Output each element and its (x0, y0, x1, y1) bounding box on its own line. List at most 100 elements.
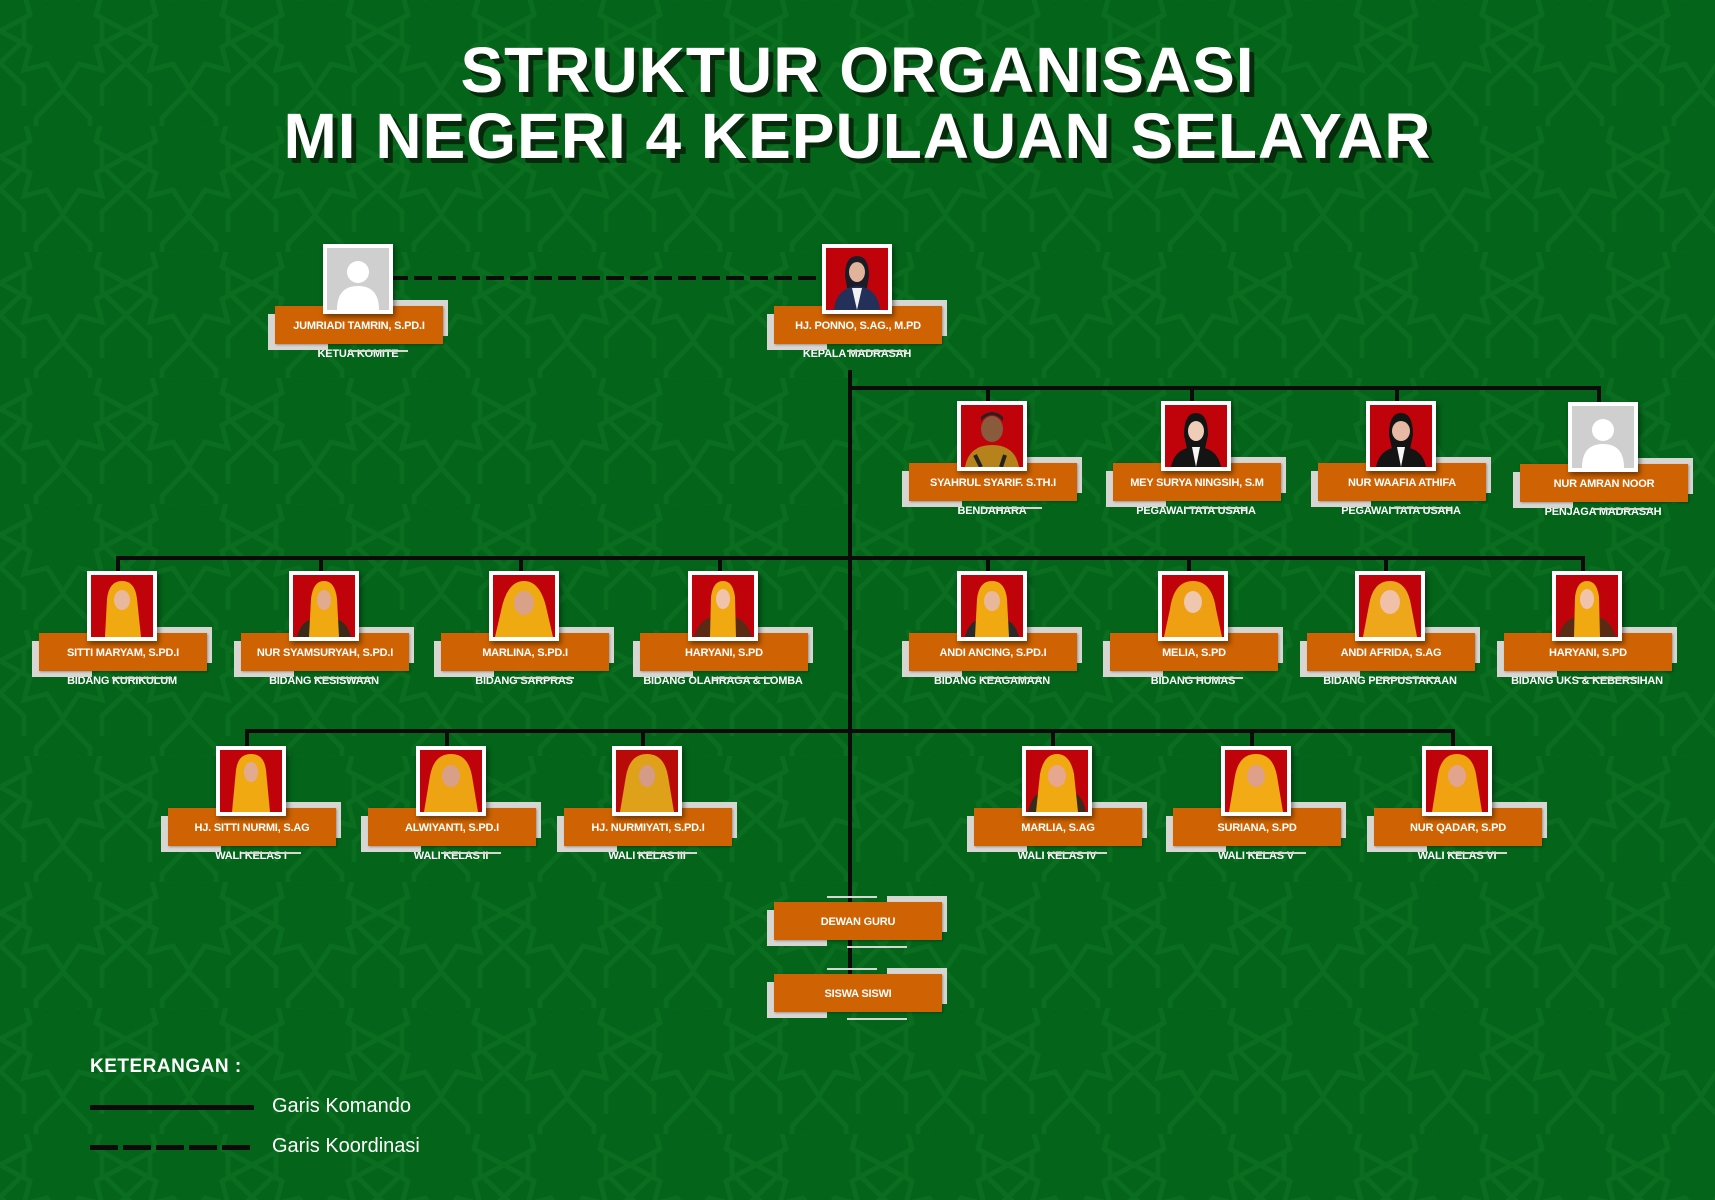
person-name: JUMRIADI TAMRIN, S.PD.I (293, 319, 425, 332)
person-name: SITTI MARYAM, S.PD.I (67, 646, 179, 659)
connector (1190, 386, 1194, 402)
portrait-photo-icon (1022, 746, 1092, 816)
org-node-wali-kelas: ALWIYANTI, S.PD.I WALI KELAS II (356, 746, 546, 866)
connector (1051, 729, 1055, 747)
org-node-wali-kelas: HJ. NURMIYATI, S.PD.I WALI KELAS III (552, 746, 742, 866)
page-title-line-2: MI NEGERI 4 KEPULAUAN SELAYAR (283, 100, 1432, 172)
staff-command-bar (848, 386, 1601, 390)
portrait-photo-icon (1161, 401, 1231, 471)
person-name: SYAHRUL SYARIF. S.TH.I (929, 476, 1056, 489)
org-node-ketua-komite: JUMRIADI TAMRIN, S.PD.I KETUA KOMITE (263, 244, 453, 364)
connector (519, 556, 523, 572)
name-plate: SITTI MARYAM, S.PD.I (39, 633, 207, 671)
portrait-photo-icon (957, 401, 1027, 471)
org-node-staff: NUR WAAFIA ATHIFA PEGAWAI TATA USAHA (1306, 401, 1496, 521)
person-name: HARYANI, S.PD (685, 646, 763, 659)
connector (1384, 556, 1388, 572)
connector (1581, 556, 1585, 572)
name-plate: DEWAN GURU (774, 902, 942, 940)
connector (1250, 729, 1254, 747)
connector (1395, 386, 1399, 402)
bidang-command-bar (116, 556, 1585, 560)
connector (319, 556, 323, 572)
legend-komando-label: Garis Komando (272, 1095, 411, 1117)
placeholder-avatar-icon (323, 244, 393, 314)
org-node-bidang: SITTI MARYAM, S.PD.I BIDANG KURIKULUM (27, 571, 217, 691)
portrait-photo-icon (1366, 401, 1436, 471)
connector (245, 729, 249, 747)
name-plate: HJ. SITTI NURMI, S.AG (168, 808, 336, 846)
legend-koordinasi-label: Garis Koordinasi (272, 1135, 420, 1157)
placeholder-avatar-icon (1568, 402, 1638, 472)
person-name: ALWIYANTI, S.PD.I (405, 821, 499, 834)
portrait-photo-icon (289, 571, 359, 641)
connector (116, 556, 120, 572)
connector (1187, 556, 1191, 572)
wali-command-bar (245, 729, 1455, 733)
portrait-photo-icon (1158, 571, 1228, 641)
connector (718, 556, 722, 572)
name-plate: HARYANI, S.PD (640, 633, 808, 671)
name-plate: SISWA SISWI (774, 974, 942, 1012)
portrait-photo-icon (688, 571, 758, 641)
person-name: NUR WAAFIA ATHIFA (1347, 476, 1456, 489)
org-node-wali-kelas: SURIANA, S.PD WALI KELAS V (1161, 746, 1351, 866)
org-node-bidang: HARYANI, S.PD BIDANG UKS & KEBERSIHAN (1492, 571, 1682, 691)
person-name: HJ. NURMIYATI, S.PD.I (591, 821, 705, 834)
portrait-photo-icon (416, 746, 486, 816)
person-name: ANDI AFRIDA, S.AG (1340, 646, 1442, 659)
portrait-photo-icon (957, 571, 1027, 641)
solid-line-legend-icon (90, 1105, 254, 1110)
org-node-bidang: ANDI ANCING, S.PD.I BIDANG KEAGAMAAN (897, 571, 1087, 691)
portrait-photo-icon (1221, 746, 1291, 816)
connector (1451, 729, 1455, 747)
portrait-photo-icon (612, 746, 682, 816)
org-node-staff: MEY SURYA NINGSIH, S.M PEGAWAI TATA USAH… (1101, 401, 1291, 521)
person-name: SURIANA, S.PD (1217, 821, 1297, 834)
connector (641, 729, 645, 747)
group-label: DEWAN GURU (820, 915, 896, 928)
person-name: HJ. SITTI NURMI, S.AG (194, 821, 310, 834)
portrait-photo-icon (1552, 571, 1622, 641)
connector (1597, 386, 1601, 402)
connector (986, 386, 990, 402)
person-name: NUR AMRAN NOOR (1553, 477, 1655, 490)
group-label: SISWA SISWI (824, 987, 892, 1000)
org-node-wali-kelas: HJ. SITTI NURMI, S.AG WALI KELAS I (156, 746, 346, 866)
name-plate: MARLINA, S.PD.I (441, 633, 609, 671)
portrait-photo-icon (87, 571, 157, 641)
person-name: MARLIA, S.AG (1021, 821, 1095, 834)
org-node-bidang: ANDI AFRIDA, S.AG BIDANG PERPUSTAKAAN (1295, 571, 1485, 691)
main-command-line (848, 370, 852, 975)
org-node-wali-kelas: NUR QADAR, S.PD WALI KELAS VI (1362, 746, 1552, 866)
person-name: MELIA, S.PD (1162, 646, 1226, 659)
portrait-photo-icon (1422, 746, 1492, 816)
portrait-photo-icon (1355, 571, 1425, 641)
name-plate: HJ. PONNO, S.AG., M.PD (774, 306, 942, 344)
org-node-kepala-madrasah: HJ. PONNO, S.AG., M.PD KEPALA MADRASAH (762, 244, 952, 364)
page-title-line-1: STRUKTUR ORGANISASI (460, 34, 1255, 106)
name-plate: ANDI AFRIDA, S.AG (1307, 633, 1475, 671)
legend-title: KETERANGAN : (90, 1056, 242, 1077)
dashed-line-legend-icon (90, 1145, 254, 1150)
org-node-siswa-siswi: SISWA SISWI (762, 968, 952, 1020)
portrait-photo-icon (489, 571, 559, 641)
person-name: HARYANI, S.PD (1549, 646, 1627, 659)
org-node-staff: SYAHRUL SYARIF. S.TH.I BENDAHARA (897, 401, 1087, 521)
person-name: HJ. PONNO, S.AG., M.PD (795, 319, 921, 332)
connector (986, 556, 990, 572)
org-node-bidang: NUR SYAMSURYAH, S.PD.I BIDANG KESISWAAN (229, 571, 419, 691)
org-node-staff: NUR AMRAN NOOR PENJAGA MADRASAH (1508, 402, 1698, 522)
person-name: ANDI ANCING, S.PD.I (939, 646, 1047, 659)
org-node-bidang: MARLINA, S.PD.I BIDANG SARPRAS (429, 571, 619, 691)
org-node-bidang: HARYANI, S.PD BIDANG OLAHRAGA & LOMBA (628, 571, 818, 691)
portrait-photo-icon (822, 244, 892, 314)
org-node-bidang: MELIA, S.PD BIDANG HUMAS (1098, 571, 1288, 691)
connector (445, 729, 449, 747)
portrait-photo-icon (216, 746, 286, 816)
org-node-wali-kelas: MARLIA, S.AG WALI KELAS IV (962, 746, 1152, 866)
org-node-dewan-guru: DEWAN GURU (762, 896, 952, 948)
coordination-line (390, 276, 820, 280)
